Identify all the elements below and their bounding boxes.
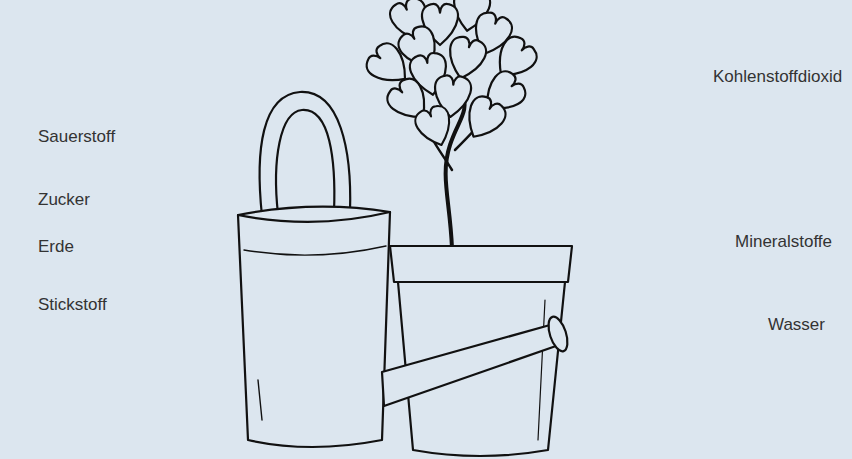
watering-can	[238, 92, 571, 447]
can-rim	[238, 212, 390, 222]
leaf	[458, 92, 510, 146]
plant-leaves	[362, 0, 541, 151]
substance-label: Stickstoff	[38, 294, 107, 316]
can-rose	[545, 314, 571, 353]
leaf	[412, 103, 457, 151]
can-seam	[244, 246, 386, 255]
can-body	[238, 207, 390, 447]
pot-rim	[390, 246, 572, 282]
substance-label: Erde	[38, 236, 74, 258]
substance-label: Sauerstoff	[38, 126, 115, 148]
pot-shading	[538, 300, 545, 440]
substance-label: Zucker	[38, 189, 90, 211]
can-shading	[258, 380, 262, 420]
substance-label: Wasser	[768, 314, 825, 336]
substance-label: Mineralstoffe	[735, 231, 832, 253]
substance-label: Kohlenstoffdioxid	[713, 66, 842, 88]
can-spout	[382, 325, 556, 406]
can-handle	[260, 92, 351, 216]
